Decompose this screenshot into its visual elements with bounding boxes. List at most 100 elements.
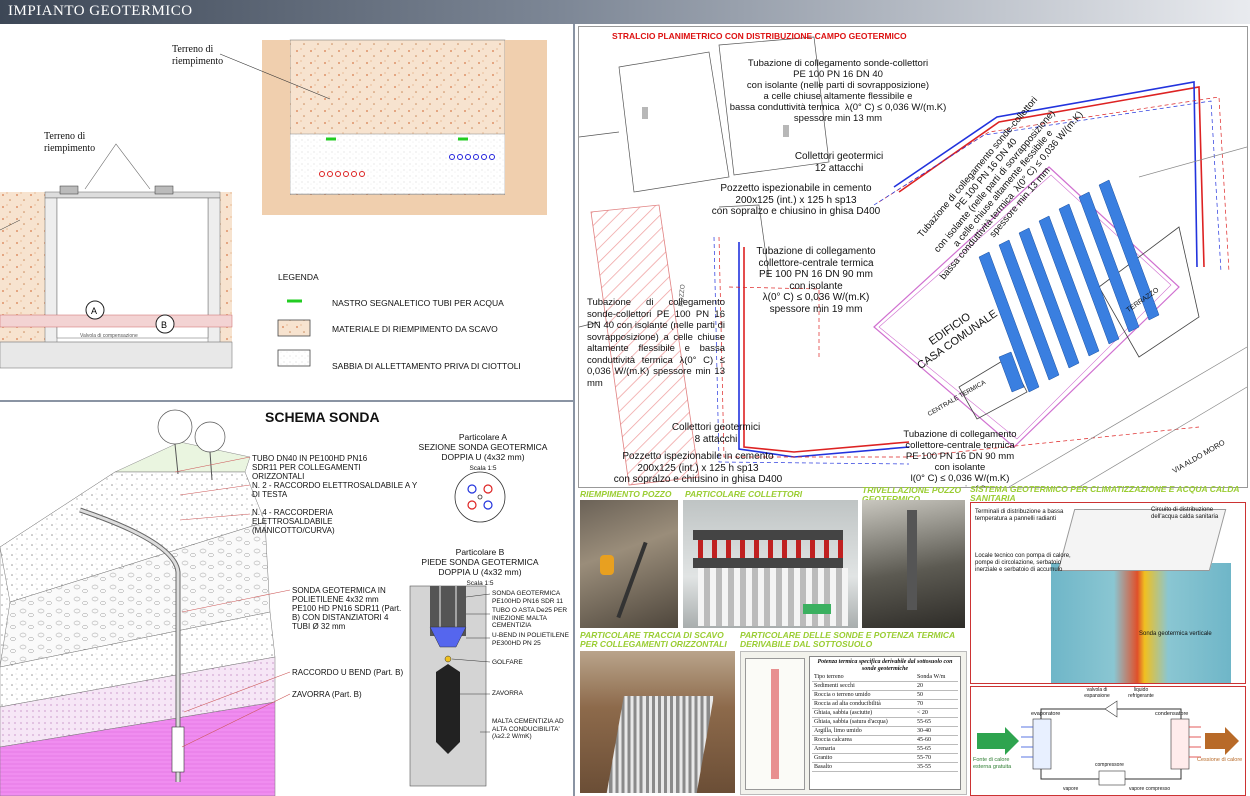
detail-a-subtitle: SEZIONE SONDA GEOTERMICA DOPPIA U (4x32 …	[418, 442, 548, 462]
plan-label-pipe-top: Tubazione di collegamento sonde-colletto…	[729, 58, 947, 124]
horizontal-divider	[0, 400, 573, 402]
callout-electrofusion: N. 4 - RACCORDERIA ELETTROSALDABILE (MAN…	[252, 508, 335, 535]
cycle-condenser-label: condensatore	[1155, 711, 1189, 717]
cycle-liquid-label: liquido refrigerante	[1128, 687, 1154, 699]
cycle-valve-label: valvola di espansione	[1084, 687, 1110, 699]
photo-title-1: RIEMPIMENTO POZZO	[580, 489, 672, 499]
plan-label-central-pipe-bottom: Tubazione di collegamento collettore-cen…	[903, 429, 1017, 487]
table-header-cell: Sonda W/m	[915, 673, 958, 682]
cycle-source-label: Fonte di calore esterna gratuita	[973, 757, 1012, 770]
table-cell: 55-70	[915, 753, 958, 763]
table-cell: 30-40	[915, 726, 958, 736]
vertical-divider	[573, 24, 575, 796]
photo-drilling	[862, 500, 965, 628]
table-cell: Granito	[812, 753, 916, 763]
detail-b-grout: MALTA CEMENTIZIA AD ALTA CONDUCIBILITA' …	[492, 718, 564, 740]
detail-b-probe: SONDA GEOTERMICA PE100HD PN16 SDR 11	[492, 590, 564, 605]
table-cell: 50	[915, 690, 958, 700]
plan-label-pit-top: Pozzetto ispezionabile in cemento 200x12…	[711, 183, 881, 217]
site-plan: STRALCIO PLANIMETRICO CON DISTRIBUZIONE …	[578, 26, 1248, 488]
photo-title-3: TRIVELLAZIONE POZZO GEOTERMICO	[862, 485, 962, 504]
system-label-probe: Sonda geotermica verticale	[1139, 631, 1212, 637]
table-cell: 20	[915, 681, 958, 691]
table-cell: 55-65	[915, 744, 958, 754]
probe-title: SCHEMA SONDA	[265, 409, 380, 425]
plan-label-collectors-8: Collettori geotermici 8 attacchi	[671, 422, 761, 445]
collector-sign-icon	[803, 604, 831, 614]
table-row: Ghiaia, sabbia (satura d'acqua)55-65	[812, 717, 958, 727]
plan-label-collectors-12: Collettori geotermici 12 attacchi	[794, 151, 884, 174]
trench-pipes-icon	[606, 696, 714, 793]
table-cell: 70	[915, 699, 958, 709]
cycle-compressor-label: compressore	[1095, 762, 1124, 768]
table-cell: Roccia ad alta conducibilità	[812, 699, 916, 709]
cycle-evaporator-label: evaporatore	[1031, 711, 1061, 717]
heat-pump-cycle: valvola di espansione liquido refrigeran…	[970, 686, 1246, 796]
photo-pipe-icon	[616, 541, 648, 619]
table-cell: 55-65	[915, 717, 958, 727]
photo-title-6: SISTEMA GEOTERMICO PER CLIMATIZZAZIONE E…	[970, 484, 1240, 503]
page-title: IMPIANTO GEOTERMICO	[8, 3, 193, 19]
table-cell: Roccia calcarea	[812, 735, 916, 745]
detail-b-scale: Scala 1:5	[466, 580, 494, 587]
table-cell: Arenaria	[812, 744, 916, 754]
collector-valves-icon	[698, 540, 848, 558]
cycle-compressed-label: vapore compresso	[1129, 786, 1171, 792]
table-cell: Basalto	[812, 762, 916, 772]
cycle-vapour-label: vapore	[1063, 786, 1079, 792]
svg-text:B: B	[161, 320, 167, 330]
table-cell: Ghiaia, sabbia (satura d'acqua)	[812, 717, 916, 727]
callout-tube-dn40: TUBO DN40 IN PE100HD PN16 SDR11 PER COLL…	[252, 454, 368, 481]
cycle-output-label: Cessione di calore	[1197, 757, 1243, 763]
detail-b-ballast: ZAVORRA	[492, 690, 523, 697]
detail-b-label: Particolare B PIEDE SONDA GEOTERMICA DOP…	[405, 547, 555, 589]
detail-b-title: Particolare B	[455, 547, 505, 557]
legend-item-sand: SABBIA DI ALLETTAMENTO PRIVA DI CIOTTOLI	[332, 361, 521, 371]
probe-sketch	[745, 658, 805, 790]
svg-text:A: A	[91, 306, 97, 316]
table-header-cell: Tipo terreno	[812, 673, 916, 682]
plan-label-pipe-left: Tubazione di collegamento sonde-colletto…	[587, 297, 725, 389]
detail-a-scale: Scala 1:5	[469, 465, 497, 472]
system-label-tech-room: Locale tecnico con pompa di calore, pomp…	[975, 553, 1071, 573]
fill-label-left: Terreno di riempimento	[44, 131, 96, 154]
system-label-dhw: Circuito di distribuzione dell'acqua cal…	[1151, 507, 1219, 520]
legend-title: LEGENDA	[278, 272, 319, 282]
photo-worker-icon	[600, 555, 614, 575]
probe-power-panel: Potenza termica specifica derivabile dal…	[740, 651, 967, 795]
plan-label-central-pipe: Tubazione di collegamento collettore-cen…	[756, 246, 876, 315]
callout-probe: SONDA GEOTERMICA IN POLIETILENE 4x32 mm …	[292, 586, 402, 631]
power-table-title: Potenza termica specifica derivabile dal…	[817, 659, 953, 672]
photo-title-5: PARTICOLARE DELLE SONDE E POTENZA TERMIC…	[740, 630, 955, 649]
collector-bar-icon-2	[693, 558, 843, 568]
probe-drawing	[0, 409, 506, 796]
photo-title-4: PARTICOLARE TRACCIA DI SCAVO PER COLLEGA…	[580, 630, 727, 649]
table-cell: Sedimenti secchi	[812, 681, 916, 691]
trench-section-drawing: A B	[0, 39, 547, 369]
callout-ballast: ZAVORRA (Part. B)	[292, 690, 362, 699]
detail-b-eyebolt: GOLFARE	[492, 659, 523, 666]
drill-rig-icon	[907, 510, 917, 610]
table-cell: < 20	[915, 708, 958, 718]
table-cell: 35-55	[915, 762, 958, 772]
table-cell: 45-60	[915, 735, 958, 745]
site-plan-drawing	[579, 36, 1247, 487]
system-label-terminals: Terminali di distribuzione a bassa tempe…	[975, 509, 1064, 522]
legend-item-fill: MATERIALE DI RIEMPIMENTO DA SCAVO	[332, 324, 498, 334]
detail-a-label: Particolare A SEZIONE SONDA GEOTERMICA D…	[408, 432, 558, 474]
table-cell: Ghiaia, sabbia (asciutte)	[812, 708, 916, 718]
table-row: Ghiaia, sabbia (asciutte)< 20	[812, 708, 958, 718]
table-cell: Argilla, limo umido	[812, 726, 916, 736]
plan-title: STRALCIO PLANIMETRICO CON DISTRIBUZIONE …	[612, 31, 907, 41]
probe-sketch-icon	[771, 669, 779, 779]
plan-label-pit-bottom: Pozzetto ispezionabile in cemento 200x12…	[613, 451, 783, 485]
photo-collectors	[683, 500, 858, 628]
